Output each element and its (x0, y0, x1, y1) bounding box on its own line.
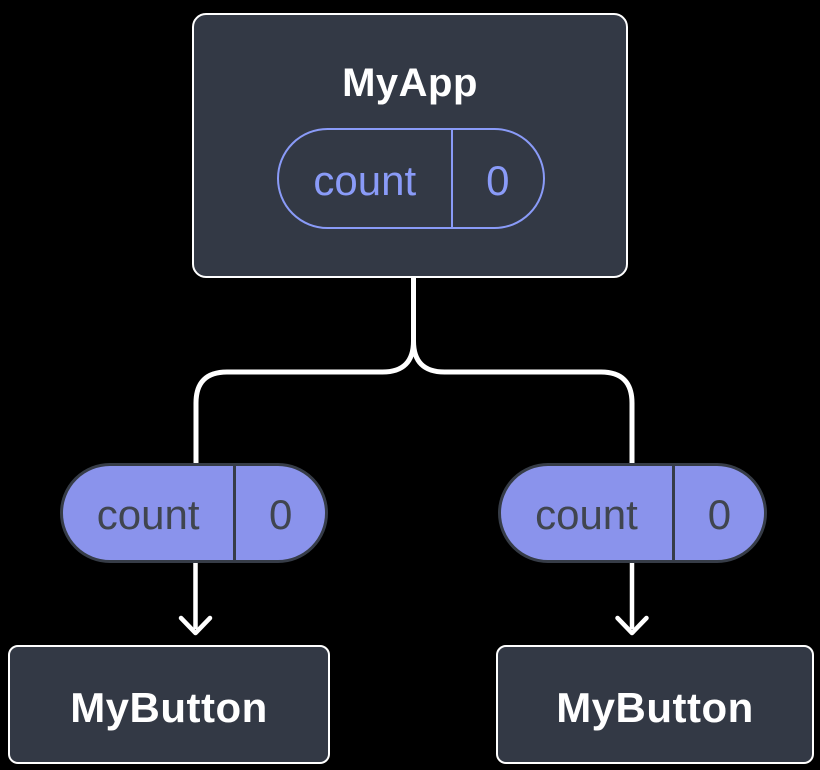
prop-arrow-right (615, 561, 649, 636)
prop-value-label: 0 (268, 491, 293, 538)
prop-value-label: 0 (707, 491, 732, 538)
pill-divider (233, 466, 237, 560)
pill-divider (450, 130, 453, 227)
child-component-box-left: MyButton (8, 645, 330, 764)
child-component-title: MyButton (556, 683, 754, 731)
prop-pill-right: count 0 (498, 463, 767, 563)
root-component-title: MyApp (342, 61, 478, 105)
state-name-label: count (313, 156, 417, 204)
arrow-down-icon (615, 615, 649, 636)
root-state-pill: count 0 (277, 128, 545, 229)
state-value-label: 0 (486, 156, 510, 204)
prop-name-label: count (96, 491, 200, 538)
arrow-down-icon (178, 615, 213, 636)
tree-branch-right (411, 278, 635, 468)
root-component-box: MyApp count 0 (192, 13, 628, 278)
prop-name-label: count (535, 491, 638, 538)
prop-arrow-left (178, 561, 213, 636)
child-component-box-right: MyButton (496, 645, 814, 764)
prop-pill-left: count 0 (60, 463, 328, 563)
child-component-title: MyButton (70, 683, 268, 731)
pill-divider (671, 466, 675, 560)
tree-branch-left (193, 278, 416, 468)
